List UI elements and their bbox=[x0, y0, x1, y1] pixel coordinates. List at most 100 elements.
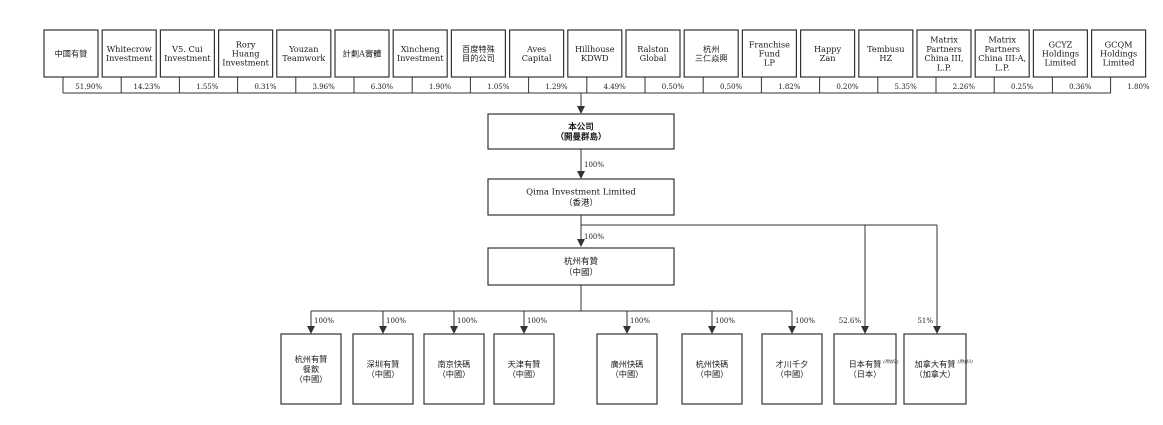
shareholder-name: Investment bbox=[397, 53, 444, 63]
subsidiary-percentage: 100% bbox=[795, 317, 815, 325]
subsidiary-percentage: 100% bbox=[457, 317, 477, 325]
subsidiary-box bbox=[681, 333, 743, 405]
subsidiary-percentage: 100% bbox=[314, 317, 334, 325]
shareholder-percentage: 1.82% bbox=[778, 83, 801, 91]
subsidiary-name: 廣州快碼 bbox=[611, 359, 644, 369]
subsidiary-name: （中國） bbox=[438, 369, 471, 379]
subsidiary-name: 才川千夕 bbox=[776, 359, 809, 369]
shareholder-name: Hillhouse bbox=[575, 44, 615, 54]
shareholder-name: Aves bbox=[526, 44, 546, 54]
subsidiary-name: 南京快碼 bbox=[438, 359, 471, 369]
shareholder-name: 三仁焱興 bbox=[695, 53, 728, 63]
subsidiary-name: 杭州快碼 bbox=[696, 359, 729, 369]
subsidiary-name: 杭州有贊 bbox=[295, 354, 328, 364]
subsidiary-name: （中國） bbox=[776, 369, 809, 379]
shareholder-name: Partners bbox=[984, 44, 1019, 54]
subsidiary-box bbox=[761, 333, 823, 405]
shareholder-name: Limited bbox=[1044, 58, 1076, 68]
shareholder-box bbox=[1090, 29, 1147, 78]
shareholder-box bbox=[916, 29, 972, 78]
shareholder-box bbox=[101, 29, 157, 78]
shareholder-box bbox=[159, 29, 215, 78]
subsidiary-percentage: 100% bbox=[386, 317, 406, 325]
subsidiary-percentage: 100% bbox=[630, 317, 650, 325]
subsidiary-name: 天津有贊 bbox=[508, 359, 541, 369]
subsidiary-name: （日本） bbox=[849, 369, 882, 379]
shareholder-box bbox=[392, 29, 448, 78]
subsidiary-name: （中國） bbox=[508, 369, 541, 379]
shareholder-percentage: 14.23% bbox=[133, 83, 160, 91]
hangzhou-youzan-box bbox=[487, 247, 675, 286]
shareholder-name: LP bbox=[764, 58, 775, 68]
shareholder-box bbox=[334, 29, 390, 78]
shareholder-name: Global bbox=[640, 53, 667, 63]
subsidiary-name: （中國） bbox=[367, 369, 400, 379]
shareholder-box bbox=[741, 29, 798, 78]
qima-to-hangzhou-percentage: 100% bbox=[584, 233, 604, 241]
subsidiary-box bbox=[423, 333, 485, 405]
shareholder-percentage: 51.90% bbox=[75, 83, 102, 91]
shareholder-name: 目的公司 bbox=[462, 53, 495, 63]
shareholder-name: Franchise bbox=[749, 39, 790, 49]
company-to-qima-percentage: 100% bbox=[584, 161, 604, 169]
shareholder-percentage: 1.55% bbox=[196, 83, 219, 91]
shareholder-name: Limited bbox=[1103, 58, 1135, 68]
shareholder-name: Youzan bbox=[288, 44, 319, 54]
qima-box bbox=[487, 178, 675, 216]
subsidiary-percentage: 100% bbox=[715, 317, 735, 325]
shareholder-name: Huang bbox=[232, 48, 260, 58]
shareholder-box bbox=[567, 29, 623, 78]
subsidiary-name: （中國） bbox=[295, 374, 328, 384]
shareholder-name: Whitecrow bbox=[107, 44, 152, 54]
shareholder-box bbox=[625, 29, 681, 78]
shareholder-name: Investment bbox=[164, 53, 211, 63]
shareholder-percentage: 1.80% bbox=[1127, 83, 1150, 91]
shareholder-box bbox=[683, 29, 739, 78]
subsidiary-name: 日本有贊 bbox=[849, 359, 882, 369]
subsidiary-box bbox=[903, 333, 967, 405]
shareholder-name: Matrix bbox=[930, 35, 958, 45]
shareholder-name: Xincheng bbox=[401, 44, 440, 54]
subsidiary-name: （加拿大） bbox=[915, 369, 956, 379]
shareholder-percentage: 1.29% bbox=[545, 83, 568, 91]
shareholder-name: 百度特殊 bbox=[462, 44, 496, 54]
shareholder-percentage: 0.20% bbox=[836, 83, 859, 91]
shareholder-name: Rory bbox=[236, 39, 256, 49]
shareholder-name: Investment bbox=[106, 53, 153, 63]
subsidiary-name: 加拿大有贊 bbox=[915, 359, 956, 369]
shareholder-percentage: 6.30% bbox=[371, 83, 394, 91]
shareholder-name: L.P. bbox=[995, 62, 1010, 72]
shareholder-name: L.P. bbox=[937, 62, 952, 72]
shareholder-percentage: 3.96% bbox=[313, 83, 336, 91]
subsidiary-box bbox=[596, 333, 658, 405]
main-chain: 本公司（開曼群島） 100% Qima Investment Limited（香港）… bbox=[487, 113, 937, 286]
shareholder-percentage: 0.50% bbox=[720, 83, 743, 91]
shareholder-percentage: 0.50% bbox=[662, 83, 685, 91]
subsidiary-box bbox=[833, 333, 897, 405]
shareholder-percentage: 5.35% bbox=[895, 83, 918, 91]
shareholder-box bbox=[974, 29, 1030, 78]
shareholder-name: China III, bbox=[924, 53, 963, 63]
shareholder-name: Happy bbox=[814, 44, 842, 54]
shareholder-box bbox=[799, 29, 856, 78]
shareholder-box bbox=[509, 29, 565, 78]
qima-name: （香港） bbox=[564, 198, 598, 209]
subsidiary-name: （中國） bbox=[611, 369, 644, 379]
shareholder-percentage: 1.90% bbox=[429, 83, 452, 91]
qima-name: Qima Investment Limited bbox=[526, 188, 636, 198]
shareholder-name: Partners bbox=[926, 44, 961, 54]
company-name: （開曼群島） bbox=[555, 132, 606, 143]
shareholder-box bbox=[450, 29, 506, 78]
shareholder-name: China III-A, bbox=[978, 53, 1026, 63]
shareholder-box bbox=[1032, 29, 1089, 78]
subsidiary-box bbox=[280, 333, 342, 405]
shareholder-name: Fund bbox=[759, 48, 780, 58]
shareholder-name: 中國有贊 bbox=[55, 48, 88, 58]
subsidiary-footnote: (附註3) bbox=[958, 358, 974, 365]
shareholder-percentage: 2.26% bbox=[953, 83, 976, 91]
subsidiary-box bbox=[352, 333, 414, 405]
company-name: 本公司 bbox=[568, 122, 594, 133]
shareholder-percentage: 0.36% bbox=[1069, 83, 1092, 91]
